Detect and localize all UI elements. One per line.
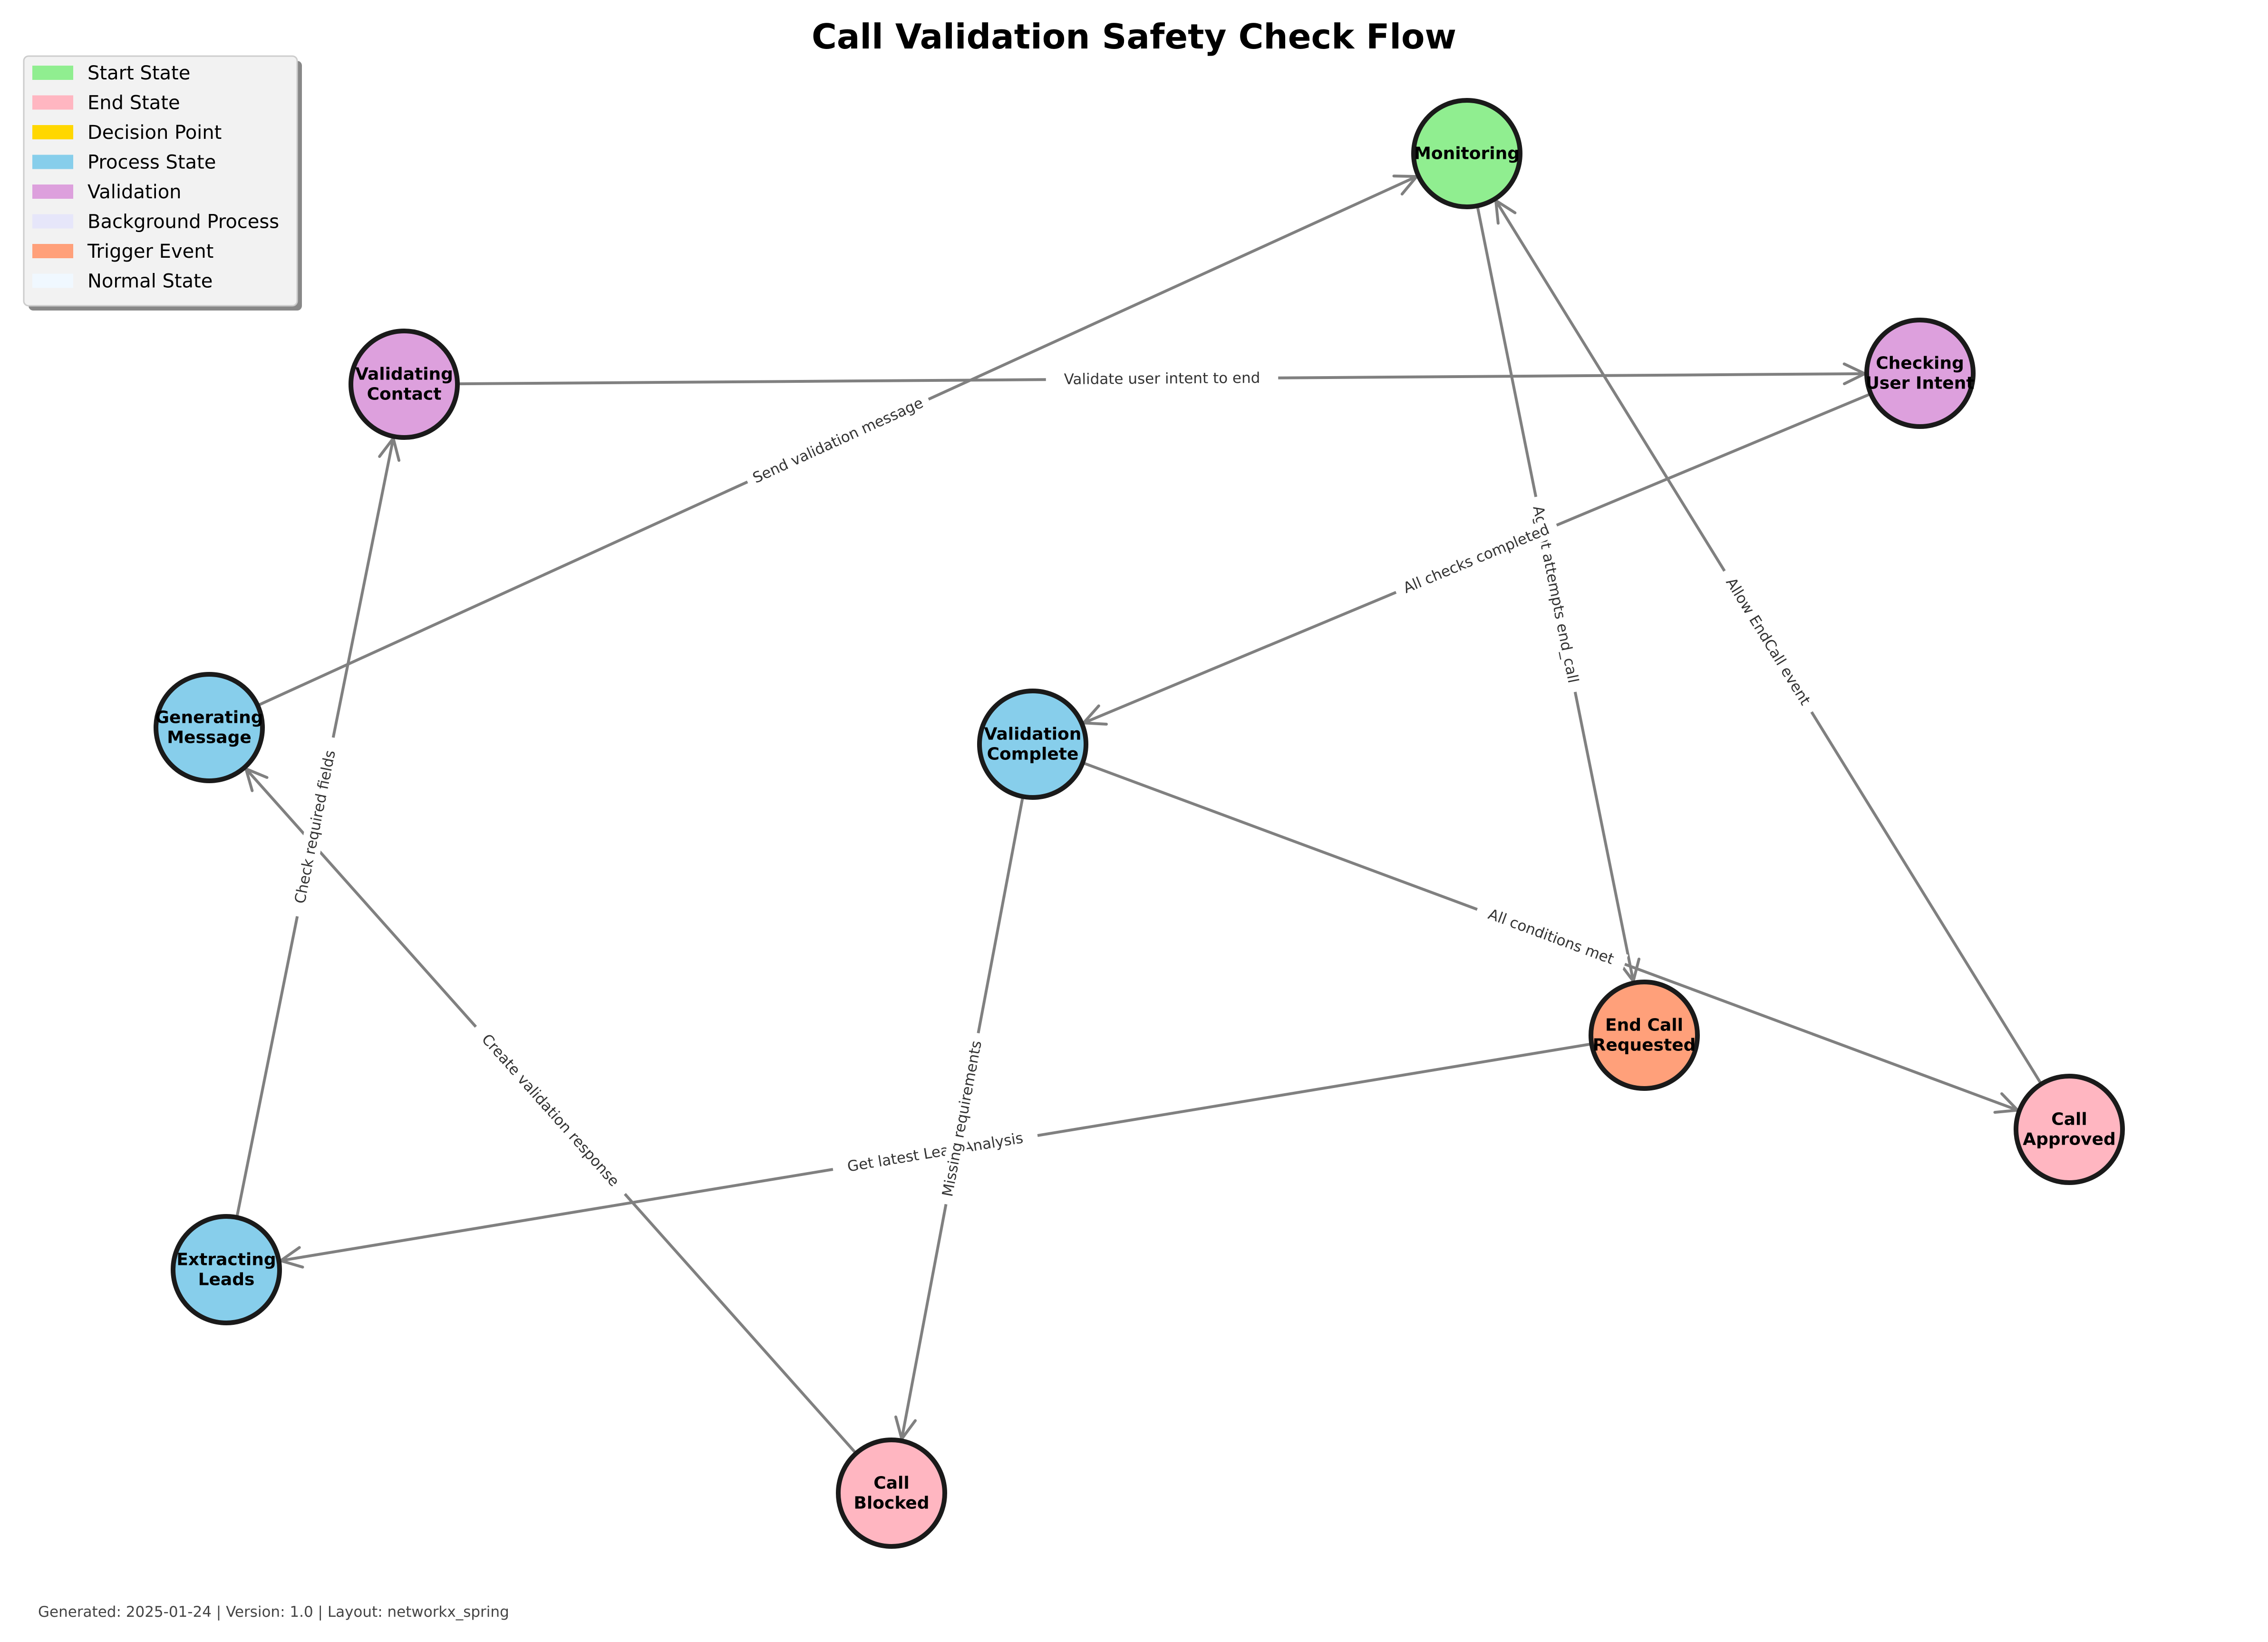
legend-item: Trigger Event [32, 241, 213, 262]
legend-label: Start State [87, 62, 190, 84]
legend-label: Trigger Event [87, 241, 213, 262]
legend-swatch [32, 244, 73, 258]
footer-text: Generated: 2025-01-24 | Version: 1.0 | L… [38, 1603, 509, 1621]
node-label: Call [873, 1474, 909, 1493]
node-circle[interactable] [977, 689, 1088, 800]
legend-item: End State [32, 92, 180, 114]
node-label: Complete [987, 745, 1079, 764]
node-label: Generating [155, 708, 263, 728]
legend-label: Background Process [87, 211, 279, 233]
edge-label-background [1046, 368, 1279, 390]
node-label: Checking [1876, 354, 1964, 373]
node-circle[interactable] [2014, 1074, 2125, 1185]
legend-swatch [32, 66, 73, 80]
node-label: End Call [1605, 1016, 1683, 1035]
legend-item: Normal State [32, 271, 213, 292]
legend-swatch [32, 214, 73, 229]
node-label: Message [167, 728, 252, 748]
node-label: Validation [984, 725, 1082, 744]
node-label: Extracting [176, 1250, 276, 1270]
legend-swatch [32, 273, 73, 288]
edge-label: Validate user intent to end [1046, 368, 1279, 390]
legend-frame [23, 55, 298, 307]
edge-label-background [287, 735, 343, 919]
edge-label-background [831, 1126, 1039, 1179]
node-monitoring[interactable]: Monitoring [1411, 98, 1522, 209]
edge-label-background [468, 1020, 632, 1201]
legend-label: Validation [87, 181, 182, 203]
legend-item: Start State [32, 62, 190, 84]
node-label: Requested [1593, 1036, 1696, 1055]
legend-swatch [32, 125, 73, 139]
edge-label-background [1716, 565, 1820, 718]
legend-swatch [32, 185, 73, 199]
legend-swatch [32, 95, 73, 110]
node-label: Validating [355, 365, 453, 384]
legend-item: Decision Point [32, 122, 222, 144]
legend-item: Validation [32, 181, 182, 203]
node-circle[interactable] [836, 1438, 947, 1549]
node-label: Approved [2023, 1130, 2116, 1149]
edge-label-background [1392, 516, 1560, 602]
legend-label: Decision Point [87, 122, 222, 144]
legend-item: Process State [32, 152, 216, 174]
node-circle[interactable] [1589, 980, 1700, 1091]
edge-label-text: Validate user intent to end [1064, 369, 1260, 388]
node-label: Call [2051, 1110, 2087, 1129]
edge-label-background [1526, 495, 1585, 694]
legend-swatch [32, 155, 73, 169]
node-label: Monitoring [1414, 144, 1520, 164]
diagram-title: Call Validation Safety Check Flow [812, 17, 1456, 57]
node-circle[interactable] [171, 1214, 282, 1325]
edge-label-background [743, 390, 933, 491]
node-label: Blocked [853, 1494, 929, 1513]
legend-item: Background Process [32, 211, 279, 233]
edge-label-background [1473, 900, 1628, 974]
node-circle[interactable] [154, 672, 265, 783]
node-circle[interactable] [349, 329, 460, 440]
node-circle[interactable] [1864, 318, 1976, 429]
node-label: Leads [198, 1270, 255, 1290]
legend-label: End State [87, 92, 180, 114]
edge-label-background [936, 1031, 989, 1206]
node-circle[interactable] [1411, 98, 1522, 209]
legend-label: Normal State [87, 271, 213, 292]
legend-label: Process State [87, 152, 216, 174]
node-label: User Intent [1866, 374, 1975, 393]
node-label: Contact [367, 385, 442, 404]
